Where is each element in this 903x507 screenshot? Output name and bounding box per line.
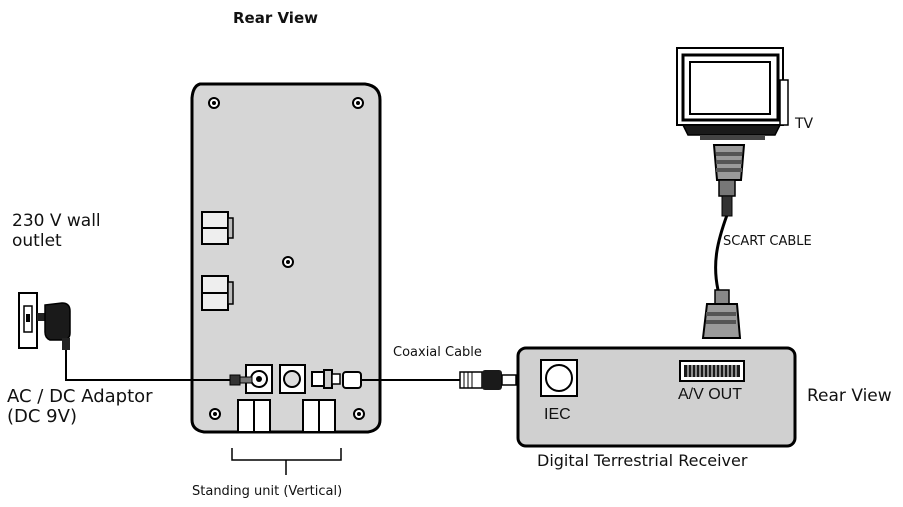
corner-screw-top-left	[208, 97, 220, 109]
scart-cable-label: SCART CABLE	[723, 234, 812, 249]
adaptor-cable	[65, 350, 230, 381]
dc-voltage-label: (DC 9V)	[7, 406, 77, 427]
standing-unit-bracket	[231, 448, 342, 475]
receiver-label: Digital Terrestrial Receiver	[537, 451, 748, 470]
wall-outlet	[18, 292, 38, 349]
av-out-socket	[679, 360, 745, 382]
scart-connector-bottom	[701, 289, 742, 339]
iec-label: IEC	[544, 406, 571, 423]
ac-dc-adaptor-label: AC / DC Adaptor	[7, 386, 153, 407]
tv-illustration	[676, 47, 789, 140]
scart-connector-top	[712, 144, 746, 217]
coax-output-connector	[311, 369, 341, 389]
scart-cable-line	[714, 214, 729, 291]
center-screw	[282, 256, 294, 268]
standing-unit-rear-panel	[190, 82, 382, 434]
rear-view-title-top: Rear View	[233, 9, 318, 27]
iec-socket	[540, 359, 578, 397]
side-clip-lower	[201, 275, 234, 311]
rf-connector	[279, 364, 306, 394]
standing-unit-label: Standing unit (Vertical)	[192, 484, 343, 499]
standing-foot-right	[302, 399, 336, 433]
side-clip-upper	[201, 211, 234, 245]
coax-plug-panel-side	[342, 371, 362, 389]
ac-dc-adaptor-plug	[37, 302, 71, 350]
receiver-rear-panel	[516, 346, 797, 448]
tv-label: TV	[795, 116, 814, 132]
dc-power-jack	[245, 364, 273, 394]
corner-screw-bottom-left	[209, 408, 221, 420]
coax-plug-receiver-side	[459, 370, 517, 390]
rear-view-label-right: Rear View	[807, 386, 892, 406]
corner-screw-bottom-right	[353, 408, 365, 420]
av-out-label: A/V OUT	[678, 386, 743, 403]
wall-outlet-label: 230 V wall outlet	[12, 211, 101, 251]
standing-foot-left	[237, 399, 271, 433]
corner-screw-top-right	[352, 97, 364, 109]
coaxial-cable-label: Coaxial Cable	[393, 345, 482, 360]
dc-plug	[229, 374, 253, 386]
